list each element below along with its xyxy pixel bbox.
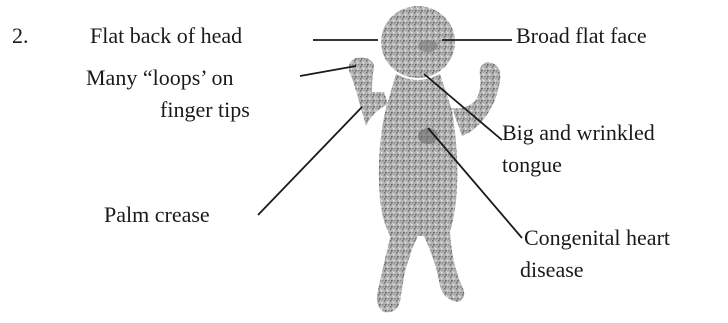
figure-number: 2. <box>12 23 29 48</box>
baby-face-shading <box>418 40 438 52</box>
label-flat-back-of-head: Flat back of head <box>90 23 242 48</box>
label-congenital-line2: disease <box>520 257 584 282</box>
leader-many-loops <box>300 66 356 76</box>
label-many-loops-line2: finger tips <box>160 97 250 122</box>
label-palm-crease: Palm crease <box>104 202 210 227</box>
label-big-wrinkled-line1: Big and wrinkled <box>502 120 655 145</box>
leader-palm-crease <box>258 107 362 215</box>
label-congenital-line1: Congenital heart <box>524 225 670 250</box>
baby-torso <box>379 74 457 236</box>
baby-right-leg <box>424 232 464 302</box>
baby-head <box>381 6 455 78</box>
label-many-loops-line1: Many “loops’ on <box>86 65 233 90</box>
baby-left-leg <box>377 230 418 312</box>
baby-right-arm <box>452 62 500 136</box>
label-big-wrinkled-line2: tongue <box>502 152 562 177</box>
label-broad-flat-face: Broad flat face <box>516 23 647 48</box>
baby-figure <box>349 6 500 312</box>
